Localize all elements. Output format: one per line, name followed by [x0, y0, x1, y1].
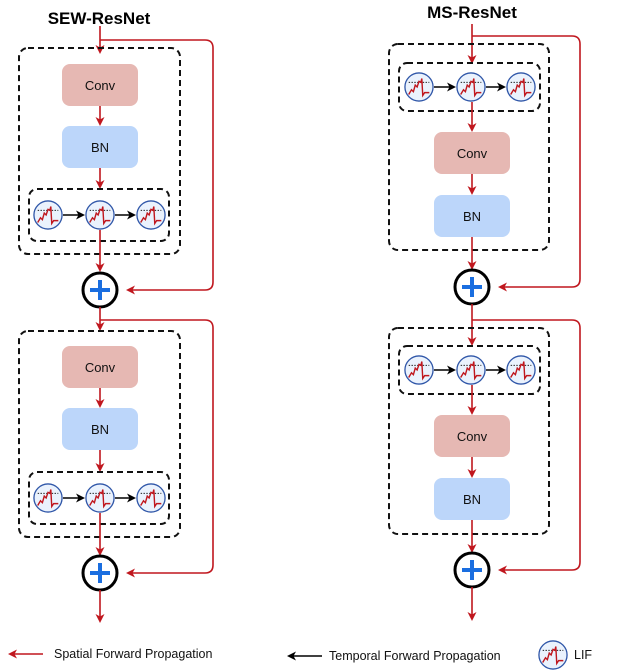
bn-block [434, 478, 510, 520]
conv-label: Conv [457, 429, 488, 444]
legend: Spatial Forward Propagation Temporal For… [8, 640, 592, 670]
lif-neuron-icon [538, 640, 568, 670]
legend-spatial-label: Spatial Forward Propagation [54, 647, 212, 661]
lif-neuron-icon [33, 483, 63, 513]
lif-neuron-icon [136, 200, 166, 230]
skip-connection [472, 319, 581, 575]
sew-resnet-column: Conv BN Conv BN [18, 26, 214, 623]
add-node-icon [81, 554, 119, 592]
lif-neuron-icon [456, 72, 486, 102]
lif-neuron-icon [404, 72, 434, 102]
lif-sequence-group [28, 188, 170, 242]
lif-neuron-icon [506, 72, 536, 102]
residual-block [388, 327, 550, 535]
lif-sequence-group [398, 62, 541, 112]
add-node-icon [453, 268, 491, 306]
lif-neuron-icon [506, 355, 536, 385]
ms-resnet-column: Conv BN Conv BN [388, 24, 581, 621]
bn-label: BN [463, 492, 481, 507]
ms-resnet-title: MS-ResNet [427, 3, 517, 22]
conv-block [434, 132, 510, 174]
conv-block [62, 346, 138, 388]
skip-connection [100, 39, 214, 295]
add-node-icon [81, 271, 119, 309]
bn-block [434, 195, 510, 237]
lif-sequence-group [28, 471, 170, 525]
conv-label: Conv [85, 78, 116, 93]
lif-neuron-icon [136, 483, 166, 513]
conv-label: Conv [85, 360, 116, 375]
lif-neuron-icon [404, 355, 434, 385]
bn-label: BN [91, 422, 109, 437]
bn-label: BN [91, 140, 109, 155]
sew-resnet-title: SEW-ResNet [48, 9, 151, 28]
bn-label: BN [463, 209, 481, 224]
conv-block [62, 64, 138, 106]
lif-neuron-icon [456, 355, 486, 385]
add-node-icon [453, 551, 491, 589]
skip-connection [100, 319, 214, 578]
conv-block [434, 415, 510, 457]
lif-sequence-group [398, 345, 541, 395]
residual-block [388, 43, 550, 251]
skip-connection [472, 35, 581, 292]
legend-temporal-label: Temporal Forward Propagation [329, 649, 501, 663]
bn-block [62, 126, 138, 168]
conv-label: Conv [457, 146, 488, 161]
lif-neuron-icon [85, 200, 115, 230]
legend-lif-label: LIF [574, 648, 592, 662]
bn-block [62, 408, 138, 450]
lif-neuron-icon [85, 483, 115, 513]
lif-neuron-icon [33, 200, 63, 230]
